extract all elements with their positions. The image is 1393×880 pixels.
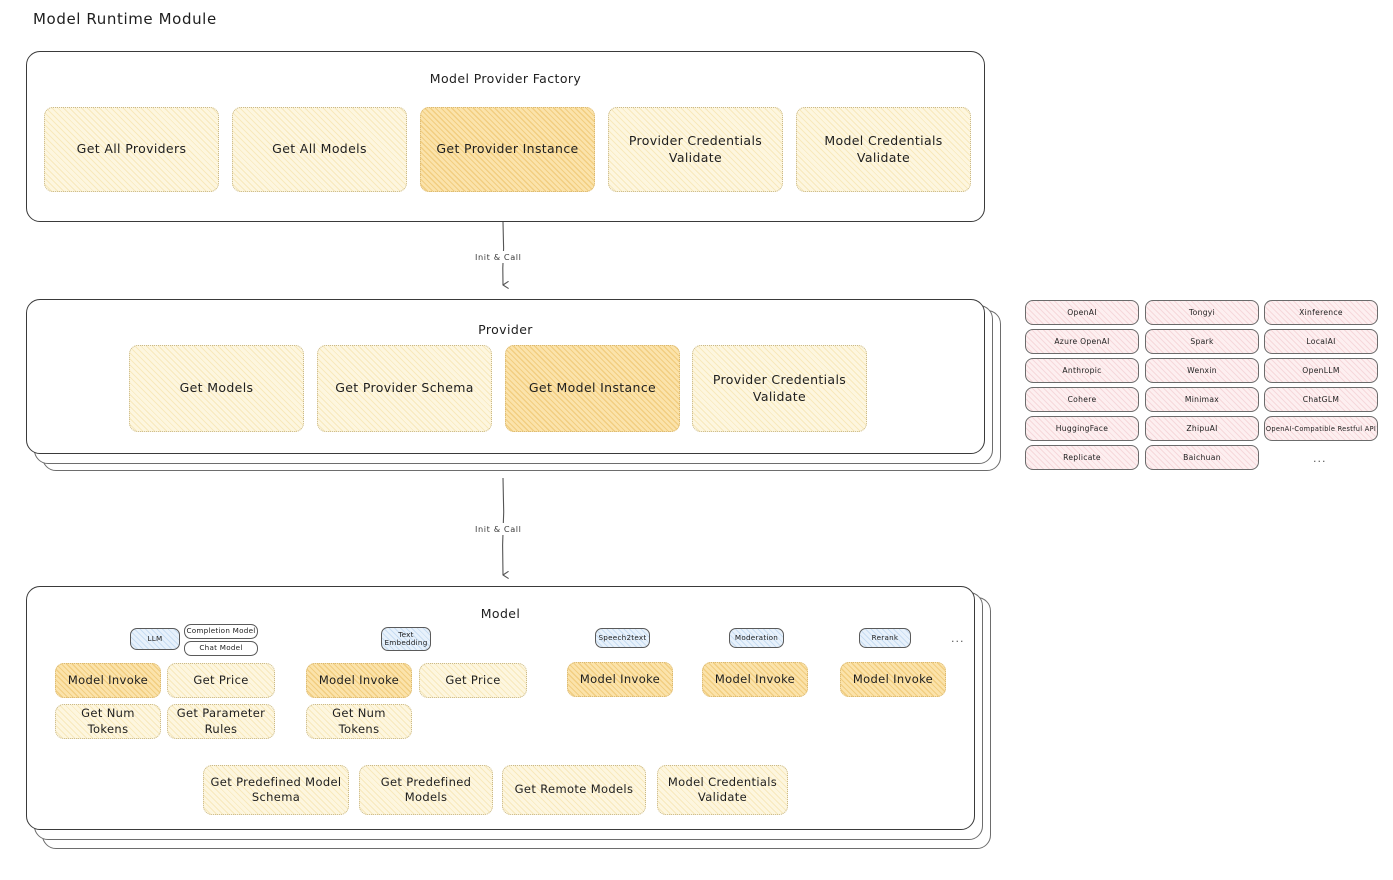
- model-subtype-chip-completion-model[interactable]: Completion Model: [184, 624, 258, 639]
- model-type-chip-llm[interactable]: LLM: [130, 628, 180, 650]
- model-op-llm-model-invoke[interactable]: Model Invoke: [55, 663, 161, 698]
- factory-node-get-all-models[interactable]: Get All Models: [232, 107, 407, 192]
- model-subtype-chip-chat-model[interactable]: Chat Model: [184, 641, 258, 656]
- provider-pill-baichuan[interactable]: Baichuan: [1145, 445, 1259, 470]
- provider-pill-zhipuai[interactable]: ZhipuAI: [1145, 416, 1259, 441]
- model-common-op-get-remote-models[interactable]: Get Remote Models: [502, 765, 646, 815]
- model-op-text-embedding-model-invoke[interactable]: Model Invoke: [306, 663, 412, 698]
- provider-pill-tongyi[interactable]: Tongyi: [1145, 300, 1259, 325]
- provider-pill-openai[interactable]: OpenAI: [1025, 300, 1139, 325]
- provider-pill-replicate[interactable]: Replicate: [1025, 445, 1139, 470]
- factory-node-provider-credentials-validate[interactable]: Provider Credentials Validate: [608, 107, 783, 192]
- model-op-moderation-model-invoke[interactable]: Model Invoke: [702, 662, 808, 697]
- model-common-op-model-credentials-validate[interactable]: Model Credentials Validate: [657, 765, 788, 815]
- provider-node-get-model-instance[interactable]: Get Model Instance: [505, 345, 680, 432]
- provider-list-more-indicator: ...: [1313, 452, 1327, 465]
- model-op-llm-get-num-tokens[interactable]: Get Num Tokens: [55, 704, 161, 739]
- provider-pill-localai[interactable]: LocalAI: [1264, 329, 1378, 354]
- page-title: Model Runtime Module: [33, 10, 217, 28]
- provider-pill-anthropic[interactable]: Anthropic: [1025, 358, 1139, 383]
- model-op-text-embedding-get-num-tokens[interactable]: Get Num Tokens: [306, 704, 412, 739]
- factory-node-get-provider-instance[interactable]: Get Provider Instance: [420, 107, 595, 192]
- arrow-label-init-call-2: Init & Call: [472, 523, 525, 535]
- model-type-chip-text-embedding[interactable]: Text Embedding: [381, 627, 431, 651]
- model-op-rerank-model-invoke[interactable]: Model Invoke: [840, 662, 946, 697]
- provider-node-provider-credentials-validate[interactable]: Provider Credentials Validate: [692, 345, 867, 432]
- provider-node-get-models[interactable]: Get Models: [129, 345, 304, 432]
- provider-pill-chatglm[interactable]: ChatGLM: [1264, 387, 1378, 412]
- model-type-chip-rerank[interactable]: Rerank: [859, 628, 911, 648]
- factory-title: Model Provider Factory: [429, 71, 582, 86]
- model-type-chip-speech2text[interactable]: Speech2text: [595, 628, 650, 648]
- provider-pill-spark[interactable]: Spark: [1145, 329, 1259, 354]
- provider-node-get-provider-schema[interactable]: Get Provider Schema: [317, 345, 492, 432]
- model-common-op-get-predefined-models[interactable]: Get Predefined Models: [359, 765, 493, 815]
- provider-pill-huggingface[interactable]: HuggingFace: [1025, 416, 1139, 441]
- provider-pill-wenxin[interactable]: Wenxin: [1145, 358, 1259, 383]
- provider-pill-cohere[interactable]: Cohere: [1025, 387, 1139, 412]
- model-op-speech2text-model-invoke[interactable]: Model Invoke: [567, 662, 673, 697]
- factory-node-get-all-providers[interactable]: Get All Providers: [44, 107, 219, 192]
- model-title: Model: [480, 606, 521, 621]
- provider-pill-openai-compatible-restful-api[interactable]: OpenAI-Compatible Restful API: [1264, 416, 1378, 441]
- model-types-more-indicator: ...: [951, 632, 965, 645]
- model-common-op-get-predefined-model-schema[interactable]: Get Predefined Model Schema: [203, 765, 349, 815]
- model-op-text-embedding-get-price[interactable]: Get Price: [419, 663, 527, 698]
- model-type-chip-moderation[interactable]: Moderation: [729, 628, 784, 648]
- model-op-llm-get-parameter-rules[interactable]: Get Parameter Rules: [167, 704, 275, 739]
- factory-node-model-credentials-validate[interactable]: Model Credentials Validate: [796, 107, 971, 192]
- model-op-llm-get-price[interactable]: Get Price: [167, 663, 275, 698]
- provider-pill-minimax[interactable]: Minimax: [1145, 387, 1259, 412]
- arrow-label-init-call-1: Init & Call: [472, 251, 525, 263]
- provider-pill-openllm[interactable]: OpenLLM: [1264, 358, 1378, 383]
- provider-title: Provider: [478, 322, 533, 337]
- provider-pill-azure-openai[interactable]: Azure OpenAI: [1025, 329, 1139, 354]
- provider-pill-xinference[interactable]: Xinference: [1264, 300, 1378, 325]
